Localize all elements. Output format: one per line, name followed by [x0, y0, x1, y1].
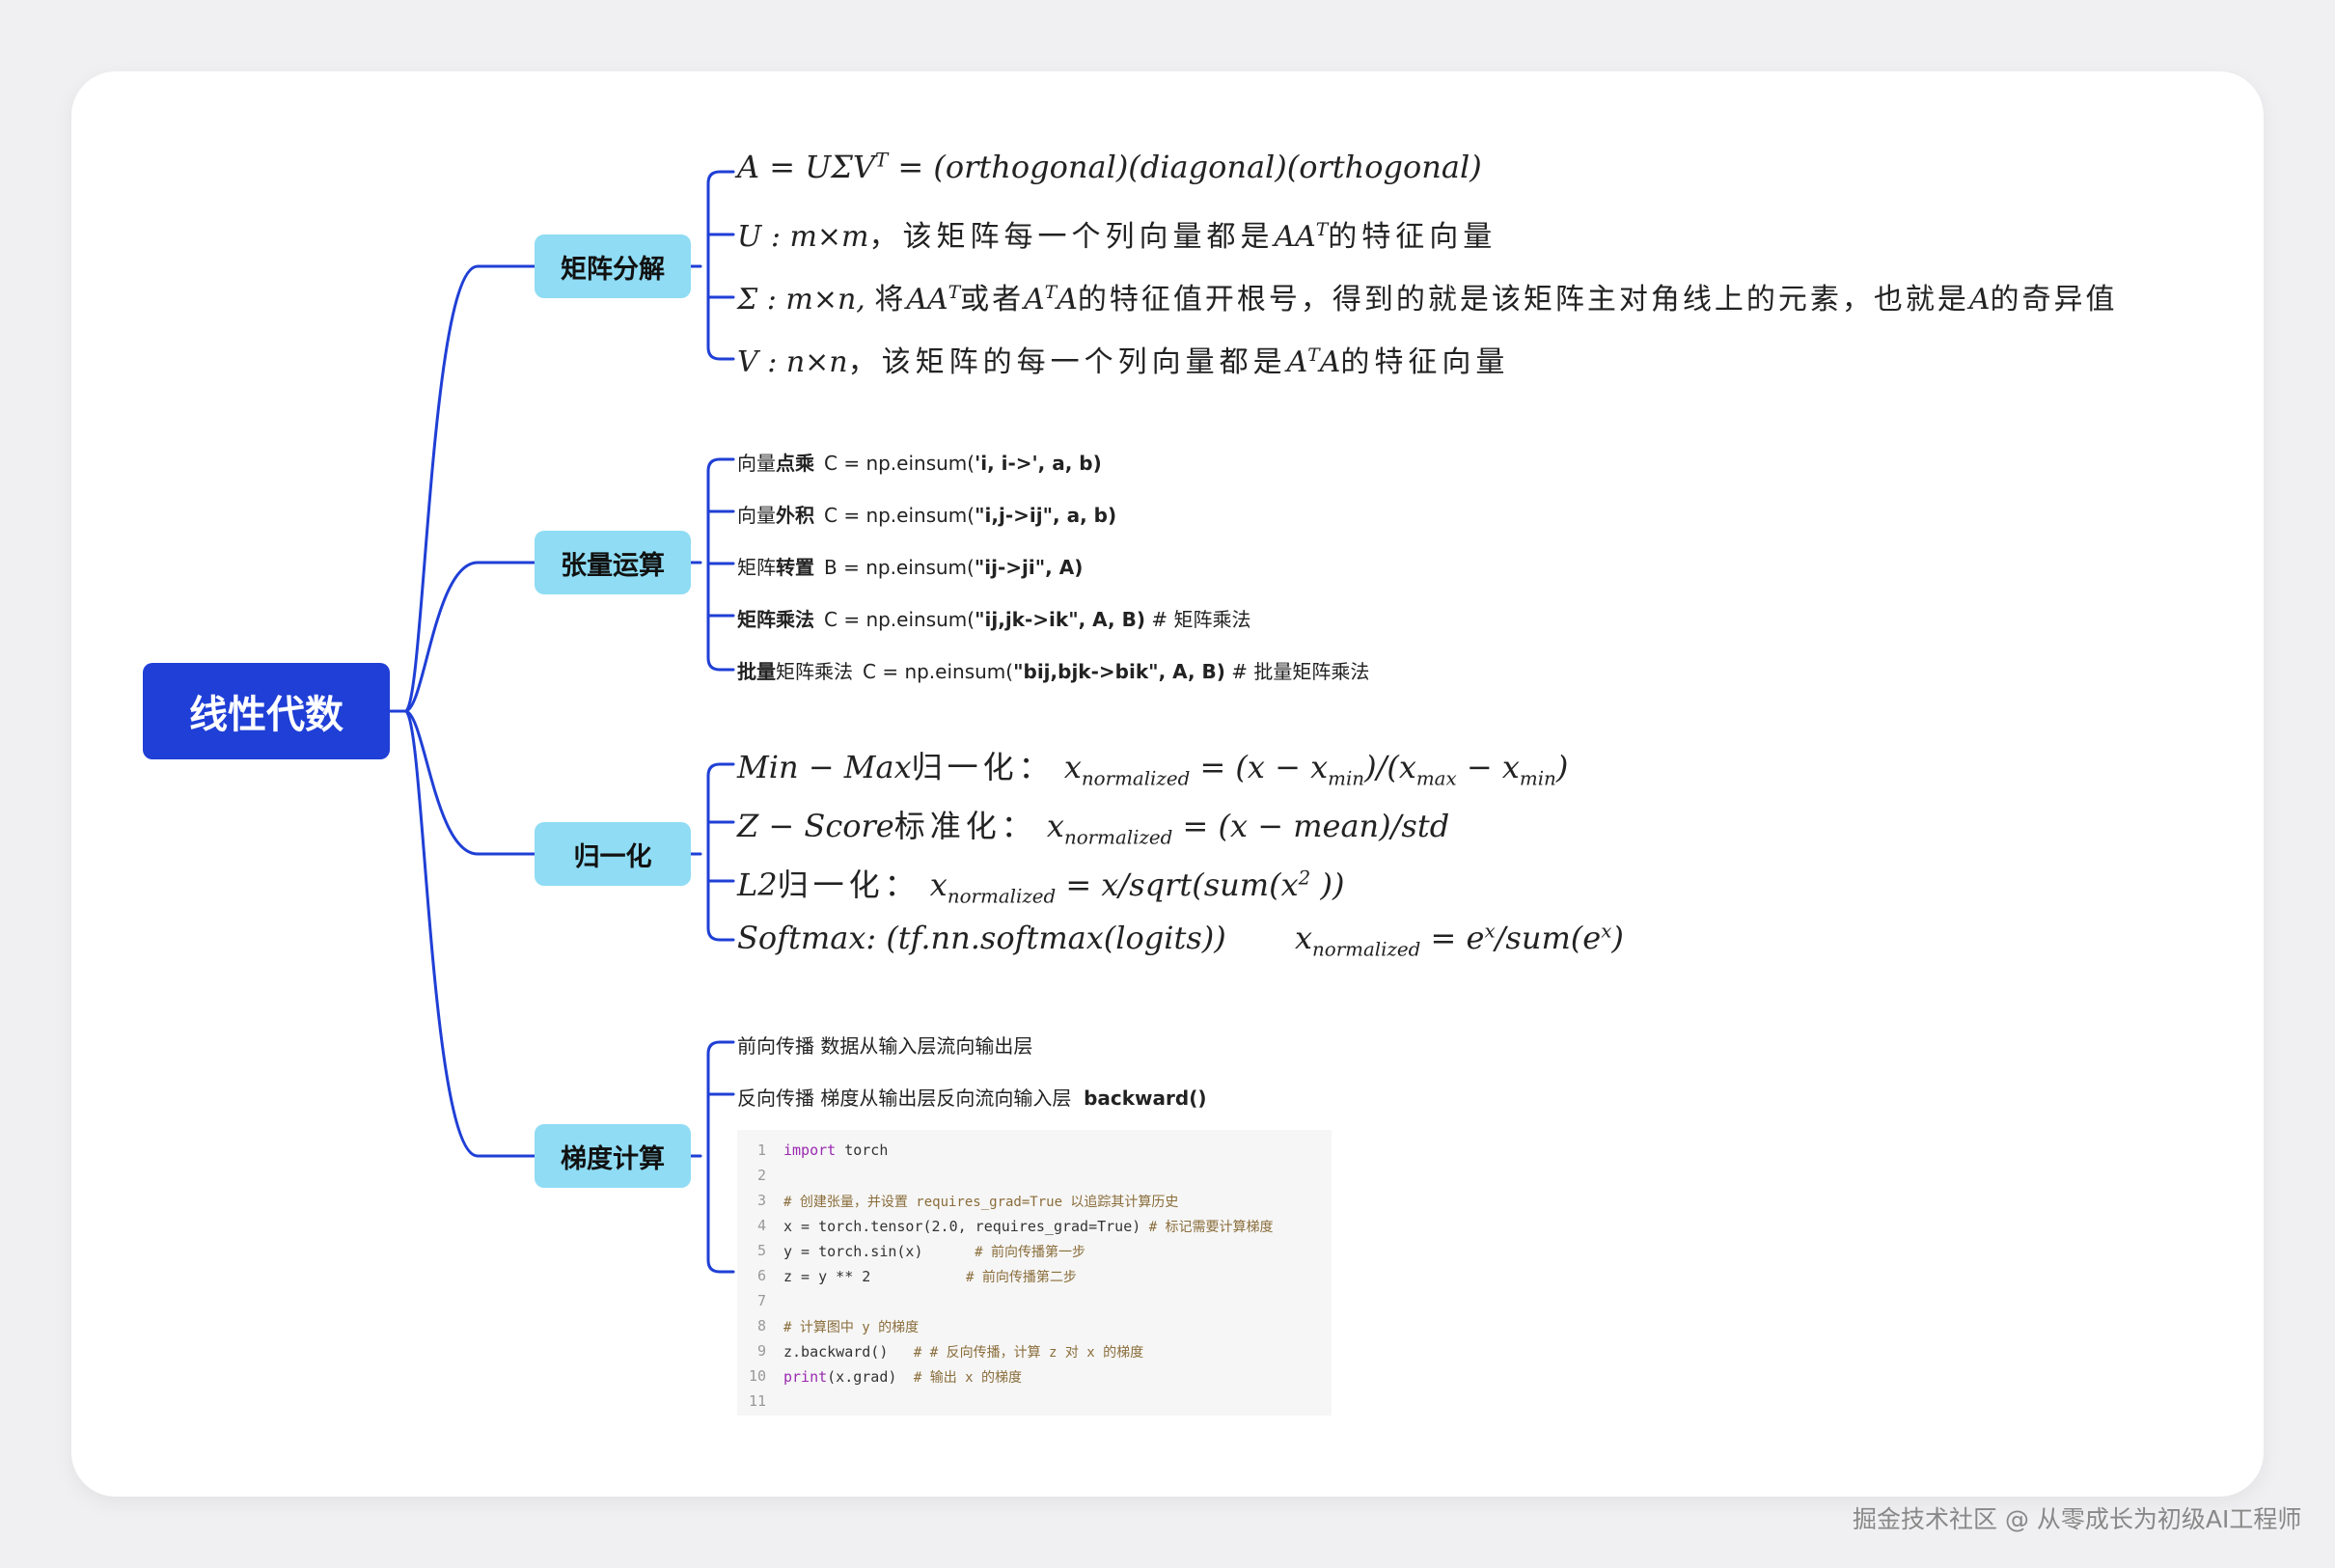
branch-label: 张量运算	[561, 550, 665, 581]
zscore-standardization: Z − Score标准化： xnormalized = (x − mean)/s…	[737, 808, 1450, 849]
branch-normalization[interactable]: 归一化	[535, 822, 691, 886]
u-matrix-description: U : m×m，该矩阵每一个列向量都是AAT的特征向量	[737, 220, 1497, 254]
v-matrix-description: V : n×n，该矩阵的每一个列向量都是ATA的特征向量	[737, 345, 1510, 379]
branch-tensor-ops[interactable]: 张量运算	[535, 531, 691, 594]
watermark: 掘金技术社区 @ 从零成长为初级AI工程师	[1853, 1505, 2302, 1533]
root-label: 线性代数	[189, 693, 343, 737]
branch-label: 梯度计算	[561, 1143, 665, 1174]
minmax-normalization: Min − Max归一化： xnormalized = (x − xmin)/(…	[737, 749, 1569, 790]
branch-label: 归一化	[573, 841, 652, 872]
branch-gradient[interactable]: 梯度计算	[535, 1124, 691, 1188]
sigma-matrix-description: Σ : m×n, 将AAT或者ATA的特征值开根号，得到的就是该矩阵主对角线上的…	[737, 283, 2118, 316]
backward-propagation: 反向传播 梯度从输出层反向流向输入层 backward()	[737, 1087, 1207, 1110]
branch-label: 矩阵分解	[561, 254, 665, 285]
l2-normalization: L2归一化： xnormalized = x/sqrt(sum(x2 ))	[737, 867, 1345, 908]
forward-propagation: 前向传播 数据从输入层流向输出层	[737, 1034, 1033, 1058]
softmax-normalization: Softmax: (tf.nn.softmax(logits)) xnormal…	[737, 920, 1624, 961]
branch-matrix-decomposition[interactable]: 矩阵分解	[535, 234, 691, 298]
root-node[interactable]: 线性代数	[143, 663, 390, 759]
svd-formula: A = UΣVT = (orthogonal)(diagonal)(orthog…	[737, 149, 1482, 185]
